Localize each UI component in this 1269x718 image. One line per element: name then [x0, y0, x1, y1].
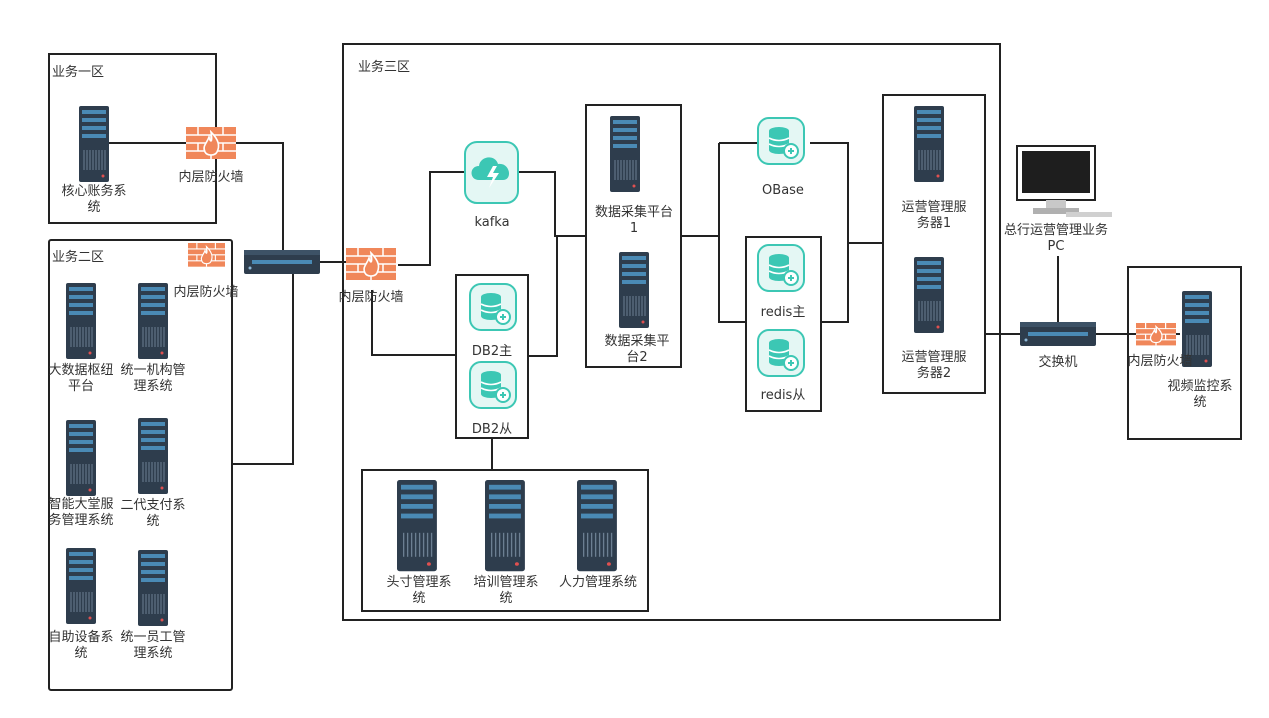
unified-staff-label: 统一员工管 理系统: [120, 630, 186, 661]
core-accounting-label: 核心账务系 统: [61, 184, 127, 215]
switch-label: 交换机: [1038, 355, 1078, 370]
redis-master-database-icon: [757, 244, 805, 292]
firewall-zone3-icon: [345, 247, 397, 281]
head-pc-label: 总行运营管理业务 PC: [1003, 223, 1108, 254]
training-label: 培训管理系 统: [473, 575, 539, 606]
collect1-label: 数据采集平台 1: [594, 205, 673, 236]
collect1-server-icon: [609, 115, 641, 193]
link-redis-to-ops: [821, 243, 849, 323]
collect2-server-icon: [618, 251, 650, 329]
video-zone-box: [1127, 266, 1242, 440]
redis-slave-label: redis从: [760, 388, 806, 403]
firewall-zone1-icon: [185, 126, 237, 160]
connections: [108, 142, 1180, 470]
self-service-label: 自助设备系 统: [48, 630, 114, 661]
unified-org-label: 统一机构管 理系统: [120, 363, 186, 394]
zone-box-3: [342, 43, 1001, 621]
redis-group-box: [745, 236, 822, 412]
ops-server1-icon: [913, 105, 945, 183]
hr-server-icon: [576, 479, 618, 572]
smart-lobby-label: 智能大堂服 务管理系统: [48, 497, 114, 528]
db2-master-database-icon: [469, 283, 517, 331]
firewall-zone1-label: 内层防火墙: [178, 170, 244, 185]
link-fw3-to-db2: [371, 290, 456, 356]
training-server-icon: [484, 479, 526, 572]
kafka-label: kafka: [474, 215, 510, 230]
firewall-video-icon: [1135, 322, 1177, 347]
db2-slave-database-icon: [469, 361, 517, 409]
link-zone2-to-switch: [232, 262, 294, 465]
headcount-server-icon: [396, 479, 438, 572]
kafka-icon: [464, 141, 519, 204]
bigdata-server-icon: [65, 282, 97, 360]
core-accounting-server-icon: [78, 105, 110, 183]
db2-slave-label: DB2从: [471, 422, 513, 437]
link-core-to-switch: [108, 142, 284, 250]
self-service-server-icon: [65, 547, 97, 625]
network-switch-icon: [1020, 322, 1096, 346]
link-kafka-to-collect: [518, 171, 586, 237]
db2-master-label: DB2主: [471, 344, 513, 359]
link-obase-to-ops: [810, 142, 883, 244]
firewall-zone2-label: 内层防火墙: [173, 285, 239, 300]
unified-staff-server-icon: [137, 549, 169, 627]
zone-2-label: 业务二区: [52, 250, 105, 265]
zone-3-label: 业务三区: [358, 60, 411, 75]
obase-label: OBase: [762, 183, 804, 198]
link-data-bus: [718, 143, 746, 323]
second-pay-label: 二代支付系 统: [120, 498, 186, 529]
collect2-label: 数据采集平 台2: [604, 334, 670, 365]
headcount-label: 头寸管理系 统: [386, 575, 452, 606]
apps-group-box: [361, 469, 649, 612]
video-label: 视频监控系 统: [1167, 379, 1233, 410]
obase-database-icon: [757, 117, 805, 165]
ops-server2-icon: [913, 256, 945, 334]
link-fw3-to-kafka: [398, 171, 465, 266]
ops-server1-label: 运营管理服 务器1: [901, 200, 967, 231]
bigdata-label: 大数据枢纽 平台: [48, 363, 114, 394]
network-switch-main-icon: [244, 250, 320, 274]
link-db2-to-collect: [528, 236, 558, 357]
second-pay-server-icon: [137, 417, 169, 495]
firewall-zone3-label: 内层防火墙: [338, 290, 404, 305]
firewall-zone2-icon: [187, 242, 226, 268]
ops-server2-label: 运营管理服 务器2: [901, 350, 967, 381]
redis-master-label: redis主: [760, 305, 806, 320]
desktop-pc-icon: [1016, 145, 1112, 217]
redis-slave-database-icon: [757, 329, 805, 377]
zone-1-label: 业务一区: [52, 65, 105, 80]
hr-label: 人力管理系统: [558, 575, 637, 590]
firewall-video-label: 内层防火墙: [1127, 354, 1193, 369]
smart-lobby-server-icon: [65, 419, 97, 497]
